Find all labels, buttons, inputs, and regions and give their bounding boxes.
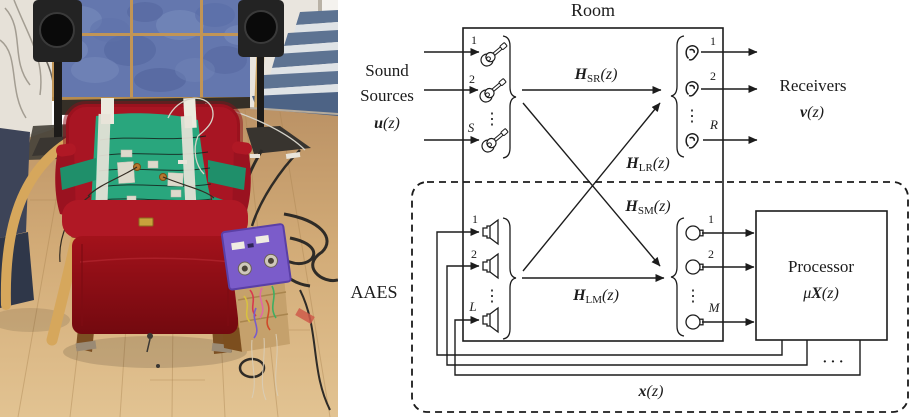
feedback-loop-1 — [436, 228, 783, 356]
mic-vdots: ⋮ — [685, 288, 701, 305]
studio-monitor-right — [238, 0, 311, 154]
studio-monitor-left — [32, 0, 88, 156]
loudspeaker-icon — [482, 307, 499, 333]
source-vdots: ⋮ — [484, 111, 500, 128]
electronics-support — [234, 276, 315, 401]
receiver-vdots: ⋮ — [684, 108, 700, 125]
feedback-loop-3 — [454, 316, 861, 376]
receiver-channel-2: 2 — [710, 69, 716, 83]
receivers-caption: Receivers v(z) — [779, 76, 846, 121]
chair-seat-front — [72, 236, 238, 334]
room-label: Room — [571, 0, 615, 20]
microphone-icon — [685, 314, 704, 330]
guitar-icon — [477, 39, 511, 70]
brace-microphones — [670, 217, 685, 337]
processor-label: Processor μX(z) — [788, 257, 854, 302]
ear-icon — [685, 133, 699, 149]
feedback-signal-label: x(z) — [638, 383, 664, 400]
experiment-photo — [0, 0, 338, 417]
mic-channel-M: M — [708, 300, 721, 315]
svg-text:μX(z): μX(z) — [802, 285, 839, 302]
svg-text:v(z): v(z) — [800, 104, 824, 121]
mic-to-processor-arrows — [702, 229, 755, 326]
woofer-right — [244, 10, 278, 44]
hlr-arrow — [522, 102, 661, 272]
loudspeaker-icon — [482, 253, 499, 279]
svg-text:u(z): u(z) — [374, 115, 400, 132]
microphone-icon — [685, 225, 704, 241]
svg-text:HLR(z): HLR(z) — [625, 155, 669, 174]
receiver-channel-R: R — [709, 117, 718, 132]
floor-debris — [146, 152, 301, 368]
aaes-dashed-box — [411, 181, 909, 413]
speaker-channel-2: 2 — [471, 247, 477, 261]
svg-text:Processor: Processor — [788, 257, 854, 276]
source-channel-2: 2 — [469, 72, 475, 86]
aaes-label: AAES — [350, 282, 397, 302]
brace-loudspeakers — [502, 217, 517, 340]
brace-sources — [502, 35, 517, 159]
svg-text:Receivers: Receivers — [779, 76, 846, 95]
speaker-vdots: ⋮ — [484, 288, 500, 305]
stand-pole-right — [257, 57, 264, 133]
hsm-arrow — [522, 102, 661, 267]
seat-number-plaque — [138, 217, 154, 227]
mic-channel-2: 2 — [708, 247, 714, 261]
svg-text:HSM(z): HSM(z) — [624, 198, 670, 217]
feedback-ellipsis: · · · — [822, 355, 843, 370]
loudspeaker-icon — [482, 219, 499, 245]
svg-text:HLM(z): HLM(z) — [572, 287, 619, 306]
electronics-board — [220, 223, 292, 291]
transfer-function-labels: HSR(z) HLR(z) HSM(z) HLM(z) — [572, 66, 671, 306]
receiver-output-arrows — [701, 48, 758, 144]
mic-channel-1: 1 — [708, 212, 714, 226]
woofer-left — [39, 12, 75, 48]
microphone-icon — [685, 259, 704, 275]
guitar-icon — [478, 125, 512, 156]
speaker-channel-L: L — [468, 299, 476, 314]
svg-text:HSR(z): HSR(z) — [574, 66, 618, 85]
chair-seat-bar — [62, 200, 248, 238]
speaker-channel-1: 1 — [472, 212, 478, 226]
brace-receivers — [670, 35, 685, 158]
source-input-arrows — [424, 48, 480, 144]
source-channel-1: 1 — [471, 33, 477, 47]
ear-icon — [685, 45, 699, 61]
ear-icon — [685, 81, 699, 97]
feedback-loop-2 — [446, 262, 808, 366]
source-channel-S: S — [468, 120, 475, 135]
svg-text:Sound: Sound — [365, 61, 409, 80]
stand-pole-left — [54, 62, 62, 140]
guitar-icon — [476, 75, 510, 106]
receiver-channel-1: 1 — [710, 34, 716, 48]
processor-box — [755, 210, 888, 341]
svg-text:Sources: Sources — [360, 86, 414, 105]
room-box — [462, 27, 724, 342]
sound-sources-caption: Sound Sources u(z) — [360, 61, 414, 132]
